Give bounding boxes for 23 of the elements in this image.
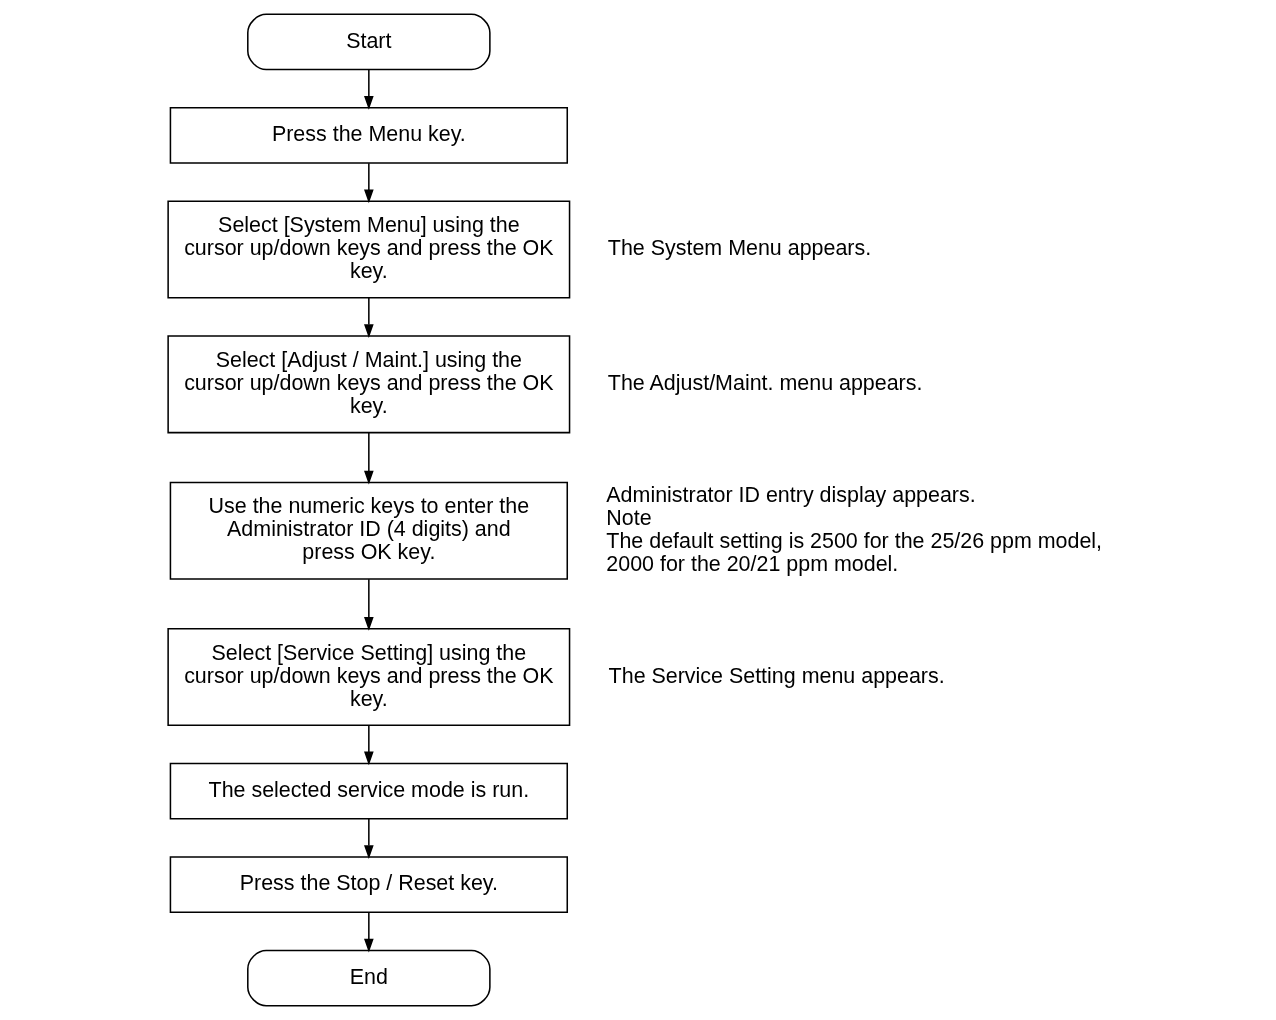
arrow [363, 578, 374, 631]
arrow [363, 724, 374, 766]
node-label: Note [605, 505, 652, 530]
node-label: The Service Setting menu appears. [608, 663, 945, 688]
node-box: The selected service mode is run. [169, 762, 568, 820]
node-label: The default setting is 2500 for the 25/26 ppm model, 2000 for the 20/21 ppm model. [605, 528, 1102, 576]
node-label: The System Menu appears. [607, 236, 871, 261]
node-box: Select [System Menu] using the cursor up/down keys and press the OK key. [166, 200, 570, 299]
node-box: Select [Adjust / Maint.] using the cursor up/down keys and press the OK key. [166, 335, 570, 434]
arrow [363, 432, 374, 485]
node-box: End [246, 949, 491, 1007]
node-label: Administrator ID entry display appears. [605, 482, 976, 507]
arrow [363, 911, 374, 953]
arrow [363, 162, 374, 204]
node-box: Start [246, 13, 491, 71]
arrow [363, 68, 374, 110]
arrow [363, 818, 374, 859]
arrow [363, 297, 374, 339]
node-box: Use the numeric keys to enter the Administrator ID (4 digits) and press OK key. [169, 481, 568, 580]
node-box: Select [Service Setting] using the cursor up/down keys and press the OK key. [166, 627, 570, 727]
node-label: The Adjust/Maint. menu appears. [607, 371, 922, 396]
node-box: Press the Menu key. [169, 107, 568, 164]
node-box: Press the Stop / Reset key. [169, 856, 568, 913]
